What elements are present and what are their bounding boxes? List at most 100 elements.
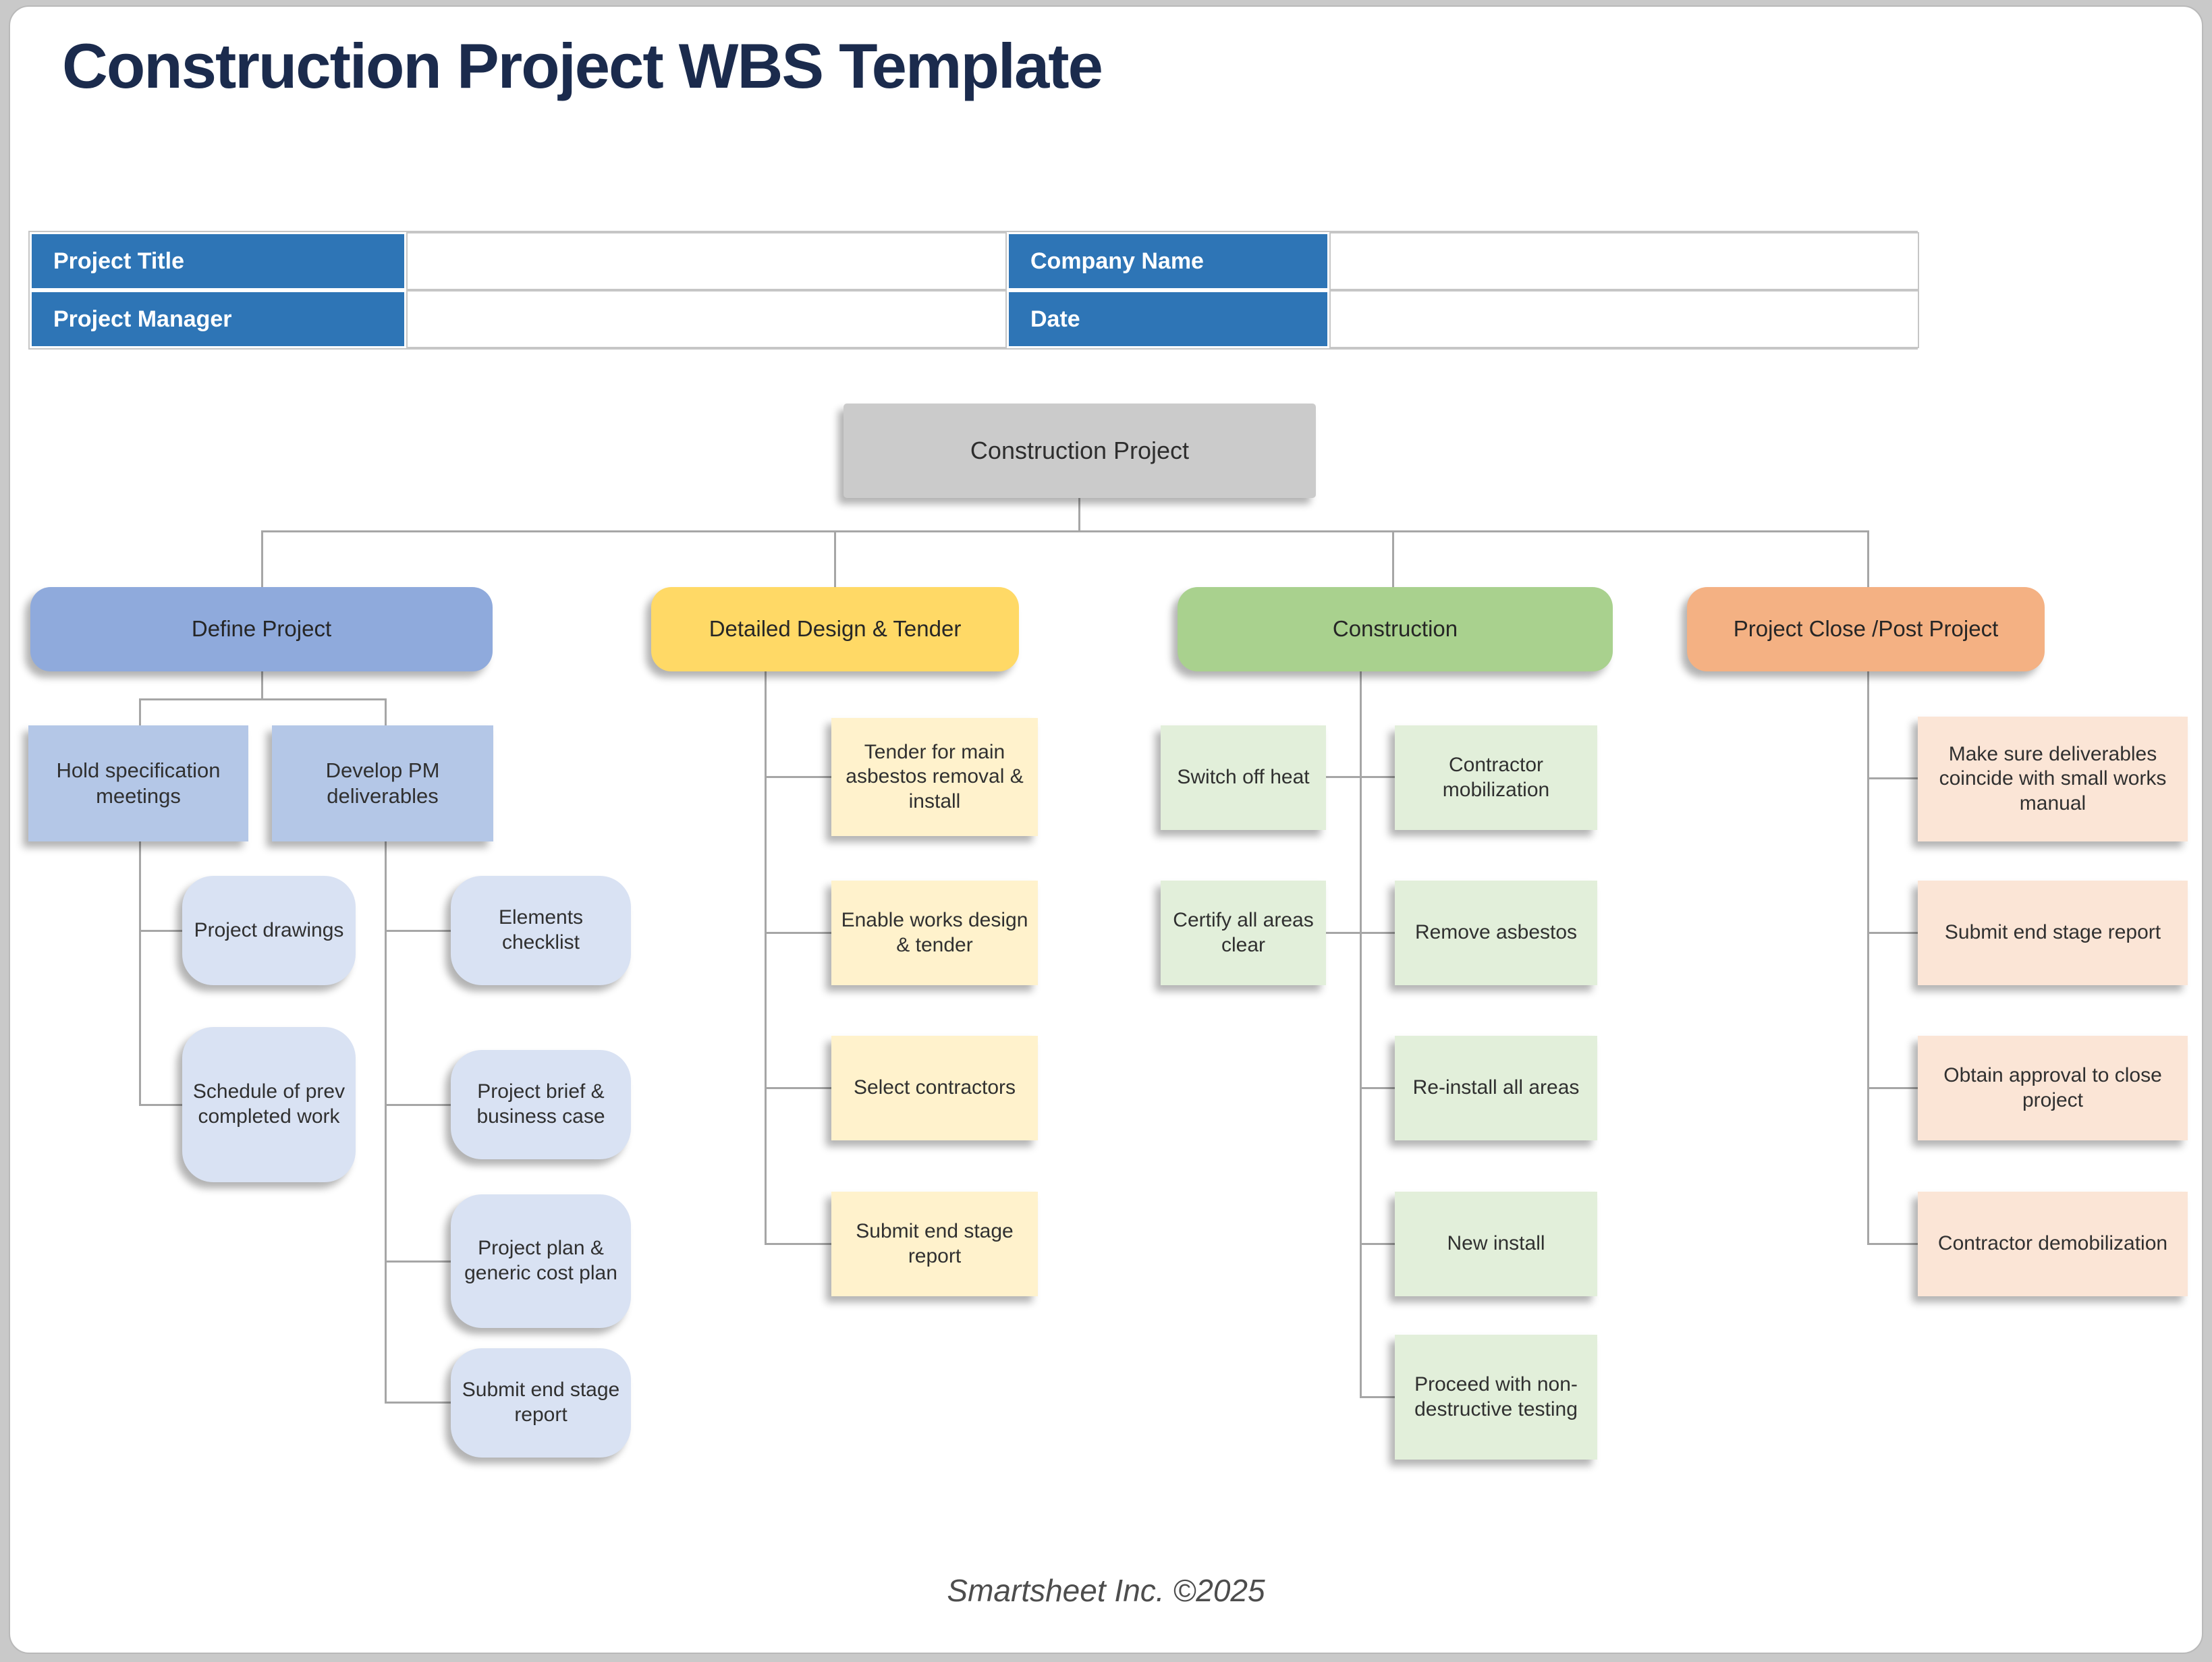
node-label: Submit end stage report	[1944, 921, 2161, 944]
wbs-node-define-project: Define Project	[30, 587, 493, 671]
wbs-node-submit-end-stage-report-design: Submit end stage report	[831, 1192, 1038, 1296]
wbs-node-remove-asbestos: Remove asbestos	[1395, 881, 1597, 985]
connector-line	[385, 930, 452, 932]
node-label: Obtain approval to close project	[1943, 1063, 2162, 1111]
form-value-project-title[interactable]	[406, 232, 1007, 290]
wbs-node-new-install: New install	[1395, 1192, 1597, 1296]
connector-root-trunk	[1078, 498, 1080, 532]
wbs-node-make-sure-deliverables: Make sure deliverables coincide with sma…	[1918, 717, 2188, 841]
connector-line	[1867, 932, 1918, 934]
wbs-node-root-label: Construction Project	[970, 437, 1190, 465]
page-title: Construction Project WBS Template	[62, 30, 1103, 101]
form-value-project-manager[interactable]	[406, 290, 1007, 348]
node-label: Make sure deliverables coincide with sma…	[1939, 742, 2167, 814]
connector-line	[1360, 1243, 1395, 1245]
connector-drop-branch3	[1392, 530, 1394, 588]
form-value-date[interactable]	[1329, 290, 1919, 348]
wbs-node-construction: Construction	[1178, 587, 1613, 671]
connector-line	[385, 1104, 452, 1106]
node-label: Project plan & generic cost plan	[464, 1237, 617, 1284]
node-label: Contractor demobilization	[1937, 1232, 2168, 1255]
connector-line	[385, 698, 387, 727]
node-label: Remove asbestos	[1414, 921, 1578, 944]
connector-line	[1360, 1396, 1395, 1398]
connector-line	[1360, 671, 1362, 1398]
wbs-node-proceed-nondestructive-testing: Proceed with non-destructive testing	[1395, 1335, 1597, 1460]
wbs-node-elements-checklist: Elements checklist	[451, 876, 631, 985]
connector-line	[1325, 776, 1395, 778]
form-value-company-name[interactable]	[1329, 232, 1919, 290]
connector-line	[139, 840, 141, 1106]
connector-line	[1867, 671, 1869, 1245]
copyright-footer: Smartsheet Inc. ©2025	[947, 1573, 1265, 1608]
form-label-project-title: Project Title	[30, 232, 406, 290]
node-label: Schedule of prev completed work	[192, 1080, 345, 1128]
connector-drop-branch4	[1867, 530, 1869, 588]
node-label: New install	[1447, 1232, 1545, 1255]
connector-line	[139, 698, 141, 727]
wbs-node-root: Construction Project	[844, 404, 1316, 498]
connector-line	[765, 671, 767, 1245]
wbs-node-switch-off-heat: Switch off heat	[1161, 725, 1326, 830]
connector-line	[1360, 1087, 1395, 1089]
node-label: Project drawings	[194, 918, 344, 941]
node-label: Certify all areas clear	[1173, 908, 1314, 956]
wbs-node-project-close-label: Project Close /Post Project	[1733, 616, 1999, 642]
wbs-node-define-project-label: Define Project	[191, 616, 332, 642]
connector-line	[1867, 777, 1918, 779]
form-label-project-manager: Project Manager	[30, 290, 406, 348]
node-label: Tender for main asbestos removal & insta…	[846, 740, 1024, 812]
connector-drop-branch2	[834, 530, 836, 588]
wbs-node-contractor-mobilization: Contractor mobilization	[1395, 725, 1597, 830]
connector-line	[139, 698, 387, 700]
node-label: Develop PM deliverables	[325, 758, 440, 808]
connector-line	[385, 1261, 452, 1263]
wbs-node-select-contractors: Select contractors	[831, 1036, 1038, 1140]
wbs-node-detailed-design-tender: Detailed Design & Tender	[651, 587, 1019, 671]
connector-line	[765, 1087, 833, 1089]
connector-line	[1325, 932, 1395, 934]
node-label: Submit end stage report	[856, 1219, 1014, 1267]
node-label: Re-install all areas	[1412, 1076, 1580, 1099]
wbs-node-reinstall-all-areas: Re-install all areas	[1395, 1036, 1597, 1140]
connector-line	[765, 776, 833, 778]
connector-line	[385, 840, 387, 1404]
connector-line	[1867, 1087, 1918, 1089]
wbs-node-contractor-demobilization: Contractor demobilization	[1918, 1192, 2188, 1296]
connector-line	[1867, 1243, 1918, 1245]
connector-line	[765, 932, 833, 934]
connector-main-horizontal	[261, 530, 1869, 532]
connector-line	[765, 1243, 833, 1245]
wbs-node-submit-end-stage-report-close: Submit end stage report	[1918, 881, 2188, 985]
node-label: Elements checklist	[498, 906, 584, 953]
wbs-node-construction-label: Construction	[1332, 616, 1458, 642]
connector-line	[385, 1402, 452, 1404]
wbs-node-project-plan-generic-cost-plan: Project plan & generic cost plan	[451, 1194, 631, 1328]
wbs-node-project-brief-business-case: Project brief & business case	[451, 1050, 631, 1159]
wbs-node-enable-works-design-tender: Enable works design & tender	[831, 881, 1038, 985]
node-label: Switch off heat	[1177, 766, 1310, 789]
wbs-node-develop-pm-deliverables: Develop PM deliverables	[272, 725, 493, 841]
connector-drop-branch1	[261, 530, 263, 588]
node-label: Contractor mobilization	[1442, 753, 1550, 801]
node-label: Submit end stage report	[462, 1379, 620, 1426]
connector-line	[139, 1104, 184, 1106]
node-label: Hold specification meetings	[56, 758, 221, 808]
connector-line	[261, 671, 263, 700]
wbs-node-certify-all-areas-clear: Certify all areas clear	[1161, 881, 1326, 985]
form-label-company-name: Company Name	[1007, 232, 1329, 290]
wbs-node-hold-specification-meetings: Hold specification meetings	[28, 725, 248, 841]
wbs-node-project-drawings: Project drawings	[182, 876, 356, 985]
wbs-node-obtain-approval-close-project: Obtain approval to close project	[1918, 1036, 2188, 1140]
node-label: Project brief & business case	[476, 1080, 605, 1128]
node-label: Enable works design & tender	[841, 908, 1028, 956]
wbs-node-detailed-design-tender-label: Detailed Design & Tender	[709, 616, 962, 642]
wbs-node-tender-main-asbestos: Tender for main asbestos removal & insta…	[831, 718, 1038, 836]
wbs-node-project-close: Project Close /Post Project	[1687, 587, 2045, 671]
form-label-date: Date	[1007, 290, 1329, 348]
connector-line	[139, 930, 184, 932]
wbs-node-schedule-prev-completed-work: Schedule of prev completed work	[182, 1027, 356, 1182]
node-label: Select contractors	[853, 1076, 1016, 1099]
wbs-node-submit-end-stage-report-define: Submit end stage report	[451, 1348, 631, 1458]
project-info-table: Project Title Company Name Project Manag…	[28, 231, 1919, 350]
